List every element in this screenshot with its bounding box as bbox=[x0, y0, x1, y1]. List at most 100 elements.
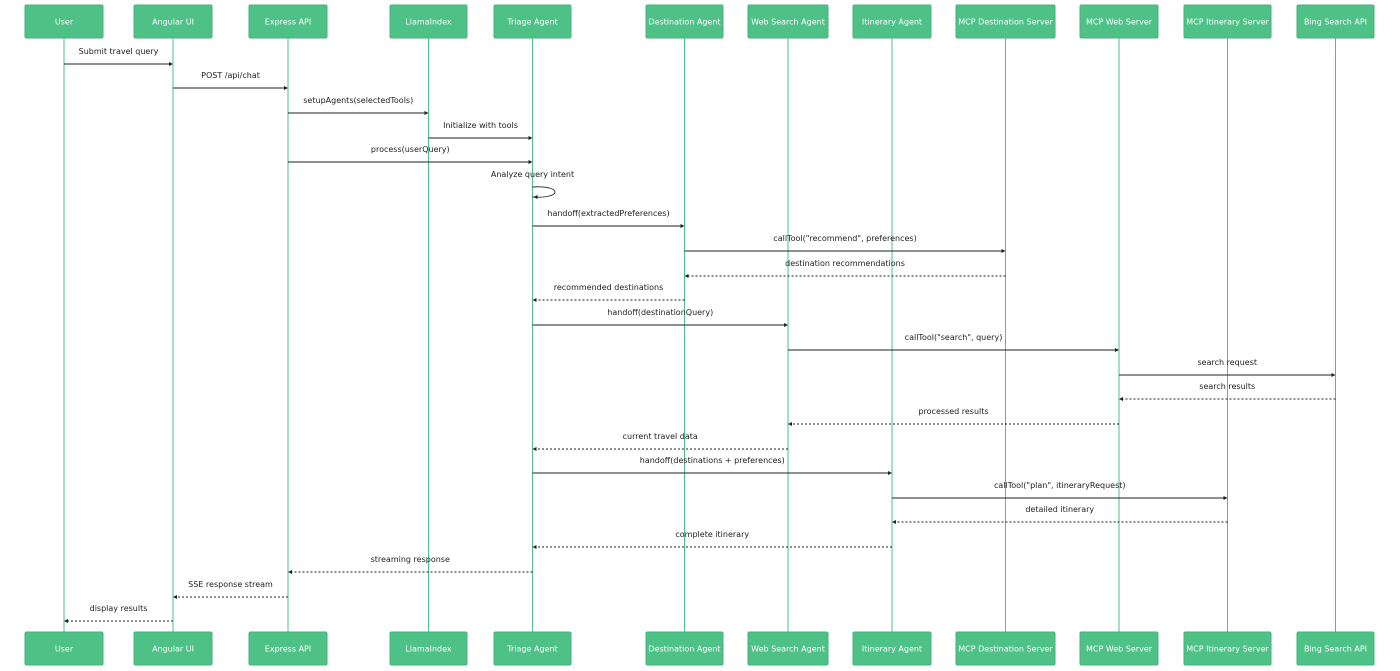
message-label: current travel data bbox=[623, 432, 698, 441]
participant-box bbox=[248, 631, 328, 666]
participant-box bbox=[747, 4, 829, 39]
arrowhead bbox=[288, 570, 292, 574]
participant-box bbox=[955, 4, 1056, 39]
arrowhead bbox=[173, 595, 177, 599]
participant-label: Web Search Agent bbox=[751, 645, 825, 654]
arrowhead bbox=[532, 545, 537, 549]
participant-label: MCP Destination Server bbox=[958, 18, 1053, 27]
participant-label: Destination Agent bbox=[648, 645, 720, 654]
message-5: process(userQuery) bbox=[288, 145, 533, 164]
message-4: Initialize with tools bbox=[428, 121, 533, 140]
participant-box bbox=[24, 4, 104, 39]
participant-destination-top: Destination Agent bbox=[645, 4, 724, 39]
message-8: callTool("recommend", preferences) bbox=[684, 234, 1006, 253]
arrowhead bbox=[169, 62, 173, 66]
participant-box bbox=[389, 631, 468, 666]
participant-mcp_itin-top: MCP Itinerary Server bbox=[1183, 4, 1272, 39]
message-label: setupAgents(selectedTools) bbox=[303, 96, 413, 105]
message-label: Initialize with tools bbox=[443, 121, 518, 130]
message-label: display results bbox=[90, 604, 148, 613]
message-label: detailed itinerary bbox=[1025, 505, 1094, 514]
participant-label: MCP Web Server bbox=[1086, 645, 1153, 654]
message-label: streaming response bbox=[371, 555, 450, 564]
participant-box bbox=[24, 631, 104, 666]
arrowhead bbox=[533, 195, 538, 199]
message-9: destination recommendations bbox=[684, 259, 1006, 278]
message-label: handoff(destinations + preferences) bbox=[640, 456, 785, 465]
message-label: callTool("search", query) bbox=[905, 333, 1003, 342]
message-1: Submit travel query bbox=[64, 47, 173, 66]
message-20: complete itinerary bbox=[532, 530, 892, 549]
participant-label: Web Search Agent bbox=[751, 18, 825, 27]
participant-box bbox=[1183, 631, 1272, 666]
message-label: SSE response stream bbox=[188, 580, 273, 589]
participant-label: Angular UI bbox=[152, 645, 194, 654]
message-label: handoff(destinationQuery) bbox=[607, 308, 713, 317]
participant-llamaindex-bottom: LlamaIndex bbox=[389, 631, 468, 666]
participant-mcp_web-top: MCP Web Server bbox=[1079, 4, 1159, 39]
message-14: search results bbox=[1119, 382, 1336, 401]
arrowhead bbox=[788, 422, 792, 426]
arrowhead bbox=[888, 471, 892, 475]
message-label: POST /api/chat bbox=[201, 71, 260, 80]
participant-label: Triage Agent bbox=[506, 18, 557, 27]
participant-mcp_dest-bottom: MCP Destination Server bbox=[955, 631, 1056, 666]
participant-box bbox=[1296, 4, 1375, 39]
participant-label: Destination Agent bbox=[648, 18, 720, 27]
participant-label: User bbox=[55, 18, 74, 27]
arrowhead bbox=[784, 323, 788, 327]
participant-label: Itinerary Agent bbox=[862, 645, 922, 654]
participant-label: Bing Search API bbox=[1304, 18, 1367, 27]
message-21: streaming response bbox=[288, 555, 533, 574]
participant-box bbox=[248, 4, 328, 39]
participant-label: MCP Itinerary Server bbox=[1186, 645, 1269, 654]
arrowhead bbox=[532, 298, 537, 302]
message-7: handoff(extractedPreferences) bbox=[532, 209, 685, 228]
arrowhead bbox=[424, 111, 429, 115]
arrowhead bbox=[1223, 496, 1228, 500]
message-17: handoff(destinations + preferences) bbox=[532, 456, 892, 475]
participant-label: User bbox=[55, 645, 74, 654]
participant-label: LlamaIndex bbox=[405, 18, 452, 27]
participant-user-bottom: User bbox=[24, 631, 104, 666]
message-18: callTool("plan", itineraryRequest) bbox=[892, 481, 1228, 500]
participant-angular-bottom: Angular UI bbox=[133, 631, 213, 666]
participant-label: Bing Search API bbox=[1304, 645, 1367, 654]
arrowhead bbox=[1001, 249, 1006, 253]
participant-bing-top: Bing Search API bbox=[1296, 4, 1375, 39]
message-line bbox=[532, 186, 556, 198]
participant-mcp_dest-top: MCP Destination Server bbox=[955, 4, 1056, 39]
message-19: detailed itinerary bbox=[892, 505, 1228, 524]
participant-label: MCP Itinerary Server bbox=[1186, 18, 1269, 27]
participant-triage-bottom: Triage Agent bbox=[493, 631, 572, 666]
message-label: Analyze query intent bbox=[491, 170, 574, 179]
participant-box bbox=[133, 4, 213, 39]
message-label: processed results bbox=[918, 407, 988, 416]
participant-mcp_web-bottom: MCP Web Server bbox=[1079, 631, 1159, 666]
participant-label: Angular UI bbox=[152, 18, 194, 27]
participant-destination-bottom: Destination Agent bbox=[645, 631, 724, 666]
participant-user-top: User bbox=[24, 4, 104, 39]
message-13: search request bbox=[1119, 358, 1336, 377]
message-label: search request bbox=[1197, 358, 1257, 367]
message-23: display results bbox=[64, 604, 173, 623]
participant-box bbox=[1079, 631, 1159, 666]
message-15: processed results bbox=[788, 407, 1119, 426]
participant-box bbox=[852, 4, 932, 39]
participant-label: MCP Web Server bbox=[1086, 18, 1153, 27]
message-label: callTool("recommend", preferences) bbox=[773, 234, 916, 243]
message-12: callTool("search", query) bbox=[788, 333, 1119, 352]
arrowhead bbox=[532, 447, 537, 451]
message-label: search results bbox=[1199, 382, 1255, 391]
participant-box bbox=[645, 4, 724, 39]
message-label: destination recommendations bbox=[785, 259, 905, 268]
participant-box bbox=[852, 631, 932, 666]
message-16: current travel data bbox=[532, 432, 788, 451]
message-11: handoff(destinationQuery) bbox=[532, 308, 788, 327]
participant-box bbox=[747, 631, 829, 666]
arrowhead bbox=[1115, 348, 1119, 352]
participant-box bbox=[955, 631, 1056, 666]
arrowhead bbox=[684, 274, 689, 278]
message-6: Analyze query intent bbox=[491, 170, 574, 199]
